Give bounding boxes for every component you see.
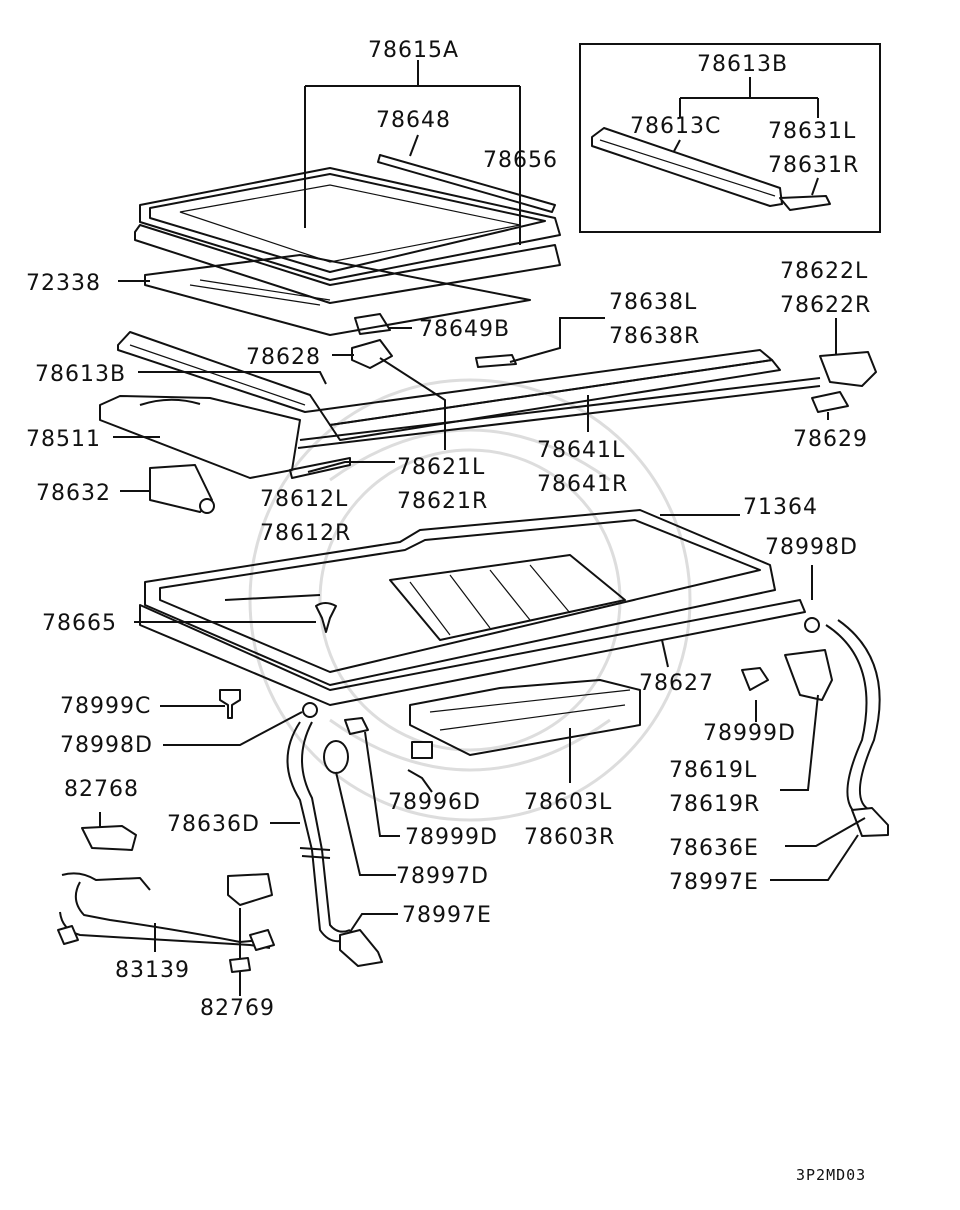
label-78632: 78632 (36, 481, 111, 506)
label-78665: 78665 (42, 611, 117, 636)
inset-label-78631L: 78631L (768, 119, 856, 144)
label-78627: 78627 (639, 671, 714, 696)
drain-hoses (286, 619, 889, 967)
diagram-code: 3P2MD03 (796, 1166, 866, 1184)
sunshade-inset-part (591, 127, 831, 211)
label-78612L: 78612L (260, 487, 348, 512)
label-78997D: 78997D (396, 864, 489, 889)
label-78622R: 78622R (780, 293, 871, 318)
label-78997E-left: 78997E (402, 903, 492, 928)
label-78636D: 78636D (167, 812, 260, 837)
label-78638R: 78638R (609, 324, 700, 349)
watermark-emblem (248, 378, 692, 822)
label-78999C: 78999C (60, 694, 151, 719)
label-78619R: 78619R (669, 792, 760, 817)
glass-panel-assembly (134, 154, 561, 336)
label-78511: 78511 (26, 427, 101, 452)
inset-label-78613B: 78613B (697, 52, 788, 77)
label-78621L: 78621L (397, 455, 485, 480)
label-78603L: 78603L (524, 790, 612, 815)
label-78619L: 78619L (669, 758, 757, 783)
label-78999D-right: 78999D (703, 721, 796, 746)
label-82769: 82769 (200, 996, 275, 1021)
label-78629: 78629 (793, 427, 868, 452)
label-78612R: 78612R (260, 521, 351, 546)
label-78999D-mid: 78999D (405, 825, 498, 850)
label-78628: 78628 (246, 345, 321, 370)
label-72338: 72338 (26, 271, 101, 296)
label-78648: 78648 (376, 108, 451, 133)
label-78656: 78656 (483, 148, 558, 173)
sunroof-frame (139, 509, 833, 759)
label-83139: 83139 (115, 958, 190, 983)
label-78638L: 78638L (609, 290, 697, 315)
label-78649B: 78649B (419, 317, 510, 342)
label-78641R: 78641R (537, 472, 628, 497)
label-78998D-left: 78998D (60, 733, 153, 758)
label-78603R: 78603R (524, 825, 615, 850)
inset-panel: 78613B 78613C 78631L 78631R (579, 43, 881, 233)
label-78641L: 78641L (537, 438, 625, 463)
inset-label-78631R: 78631R (768, 153, 859, 178)
label-78621R: 78621R (397, 489, 488, 514)
label-78997E-right: 78997E (669, 870, 759, 895)
label-82768: 82768 (64, 777, 139, 802)
label-78622L: 78622L (780, 259, 868, 284)
label-78615A: 78615A (368, 38, 459, 63)
sunshade-and-rails (99, 331, 877, 514)
inset-label-78613C: 78613C (630, 114, 721, 139)
label-78998D-right: 78998D (765, 535, 858, 560)
wiring-harness (57, 825, 275, 973)
label-71364: 71364 (743, 495, 818, 520)
label-78996D: 78996D (388, 790, 481, 815)
label-78613B: 78613B (35, 362, 126, 387)
label-78636E: 78636E (669, 836, 759, 861)
